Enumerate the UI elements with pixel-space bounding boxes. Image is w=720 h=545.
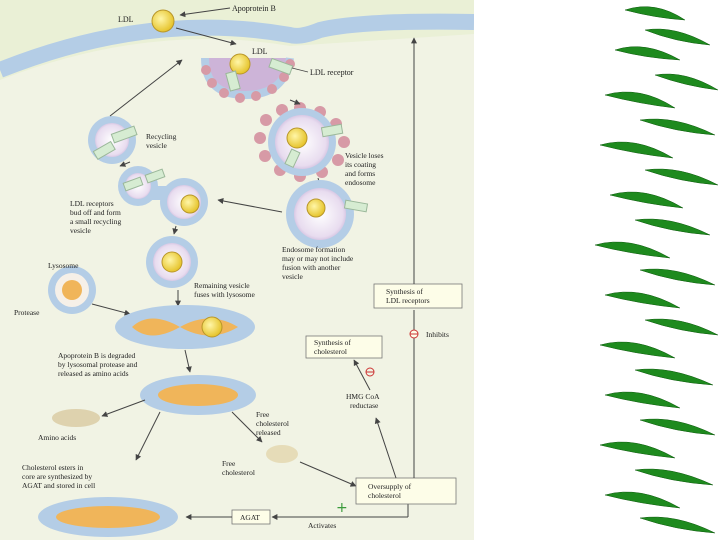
label-inhibits: Inhibits bbox=[426, 330, 449, 339]
label-ldl-receptor: LDL receptor bbox=[310, 68, 354, 77]
fused-lysosome bbox=[115, 305, 255, 349]
label-amino-acids: Amino acids bbox=[38, 433, 76, 442]
cell-membrane bbox=[0, 13, 474, 78]
label-remaining-2: fuses with lysosome bbox=[194, 290, 256, 299]
coated-vesicle bbox=[254, 102, 350, 182]
label-chol-esters-3: AGAT and stored in cell bbox=[22, 481, 95, 490]
label-free-chol-released-1: Free bbox=[256, 410, 270, 419]
coated-pit bbox=[201, 53, 295, 103]
label-oversupply-1: Oversupply of bbox=[368, 482, 412, 491]
bamboo-decoration bbox=[585, 0, 720, 540]
label-free-chol-released-3: released bbox=[256, 428, 281, 437]
bamboo-leaves-icon bbox=[594, 6, 719, 534]
label-lysosome: Lysosome bbox=[48, 261, 79, 270]
label-endosome-3: fusion with another bbox=[282, 263, 341, 272]
label-remaining-1: Remaining vesicle bbox=[194, 281, 250, 290]
free-cholesterol-cluster bbox=[266, 445, 298, 463]
label-recycling-1: Recycling bbox=[146, 132, 177, 141]
label-endosome-2: may or may not include bbox=[282, 254, 354, 263]
endosome bbox=[286, 180, 369, 248]
label-endosome-1: Endosome formation bbox=[282, 245, 345, 254]
label-apoprotein-degraded-3: released as amino acids bbox=[58, 369, 129, 378]
label-oversupply-2: cholesterol bbox=[368, 491, 401, 500]
label-apoprotein-degraded-2: by lysosomal protease and bbox=[58, 360, 138, 369]
label-free-chol-1: Free bbox=[222, 459, 236, 468]
label-endosome-4: vesicle bbox=[282, 272, 303, 281]
label-ldl-bud-2: bud off and form bbox=[70, 208, 121, 217]
synthesis-ldl-receptors-box bbox=[373, 283, 463, 309]
remaining-vesicle bbox=[146, 236, 198, 288]
label-hmg-coa-1: HMG CoA bbox=[346, 392, 380, 401]
label-agat: AGAT bbox=[240, 513, 260, 522]
label-ldl-inner: LDL bbox=[252, 47, 268, 56]
recycling-vesicle bbox=[88, 116, 138, 164]
synthesis-cholesterol-box bbox=[305, 335, 383, 359]
label-vesicle-loses-1: Vesicle loses bbox=[345, 151, 384, 160]
ldl-pathway-diagram: LDL Apoprotein B LDL LDL receptor Vesicl… bbox=[0, 0, 474, 540]
label-ldl-bud-1: LDL receptors bbox=[70, 199, 114, 208]
budding-vesicle bbox=[118, 166, 208, 226]
label-recycling-2: vesicle bbox=[146, 141, 167, 150]
label-activates: Activates bbox=[308, 521, 336, 530]
label-protease: Protease bbox=[14, 308, 40, 317]
label-synth-chol-2: cholesterol bbox=[314, 347, 347, 356]
label-apoprotein-degraded-1: Apoprotein B is degraded bbox=[58, 351, 136, 360]
label-synth-ldl-1: Synthesis of bbox=[386, 287, 423, 296]
label-free-chol-2: cholesterol bbox=[222, 468, 255, 477]
label-synth-chol-1: Synthesis of bbox=[314, 338, 351, 347]
label-vesicle-loses-3: and forms bbox=[345, 169, 375, 178]
amino-acids-cluster bbox=[52, 409, 100, 427]
ldl-particle-outside bbox=[151, 9, 175, 33]
label-chol-esters-1: Cholesterol esters in bbox=[22, 463, 83, 472]
activate-plus-icon: + bbox=[336, 500, 348, 516]
label-vesicle-loses-4: endosome bbox=[345, 178, 376, 187]
degraded-vesicle bbox=[140, 375, 256, 415]
label-chol-esters-2: core are synthesized by bbox=[22, 472, 92, 481]
label-apoprotein-b: Apoprotein B bbox=[232, 4, 276, 13]
diagram-svg: LDL Apoprotein B LDL LDL receptor Vesicl… bbox=[0, 4, 474, 540]
label-free-chol-released-2: cholesterol bbox=[256, 419, 289, 428]
lysosome bbox=[48, 266, 96, 314]
oversupply-box bbox=[355, 477, 457, 505]
label-vesicle-loses-2: its coating bbox=[345, 160, 376, 169]
label-ldl-bud-4: vesicle bbox=[70, 226, 91, 235]
label-synth-ldl-2: LDL receptors bbox=[386, 296, 430, 305]
label-hmg-coa-2: reductase bbox=[350, 401, 379, 410]
label-ldl: LDL bbox=[118, 15, 134, 24]
label-ldl-bud-3: a small recycling bbox=[70, 217, 121, 226]
storage-vesicle bbox=[38, 497, 178, 537]
